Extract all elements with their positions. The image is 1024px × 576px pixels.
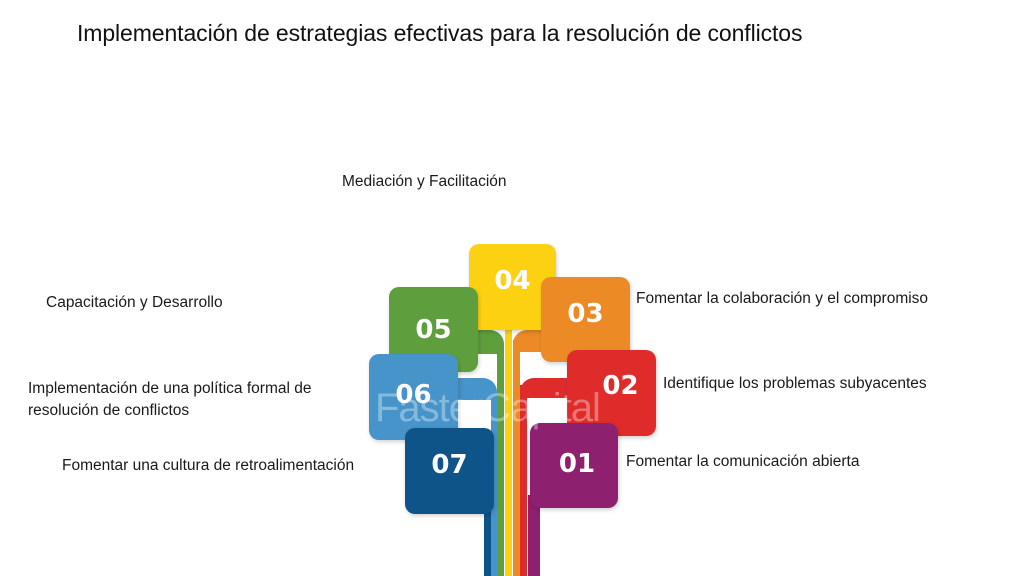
step-number-02: 02: [602, 371, 639, 401]
step-number-06: 06: [395, 380, 432, 410]
step-box-04: 04: [469, 244, 556, 330]
step-number-05: 05: [415, 314, 452, 345]
label-07: Fomentar una cultura de retroalimentació…: [62, 457, 355, 474]
label-05: Capacitación y Desarrollo: [46, 294, 223, 311]
step-number-04: 04: [494, 266, 531, 296]
label-06: Implementación de una política formal de…: [28, 378, 311, 422]
stem-02: [520, 385, 527, 576]
connector-02: [520, 378, 572, 398]
step-box-02: 02: [567, 350, 656, 436]
stem-06: [491, 392, 497, 576]
label-03: Fomentar la colaboración y el compromiso: [636, 290, 929, 307]
stem-05: [497, 345, 504, 576]
connector-03: [513, 330, 549, 352]
stem-04: [505, 320, 512, 576]
stem-03: [513, 340, 520, 576]
stem-07: [484, 500, 491, 576]
step-box-07: 07: [405, 428, 494, 514]
label-01: Fomentar la comunicación abierta: [626, 453, 860, 470]
step-number-07: 07: [431, 450, 468, 480]
connector-06: [452, 378, 497, 400]
stem-01: [528, 495, 540, 576]
page-title: Implementación de estrategias efectivas …: [77, 20, 803, 46]
step-box-06: 06: [369, 354, 458, 440]
label-04: Mediación y Facilitación: [342, 173, 507, 190]
step-number-03: 03: [567, 298, 604, 329]
label-06-line2: resolución de conflictos: [28, 402, 190, 419]
step-number-01: 01: [558, 448, 596, 479]
step-box-03: 03: [541, 277, 630, 362]
label-06-line1: Implementación de una política formal de: [28, 380, 312, 397]
label-02: Identifique los problemas subyacentes: [663, 375, 927, 392]
step-box-01: 01: [530, 423, 618, 508]
